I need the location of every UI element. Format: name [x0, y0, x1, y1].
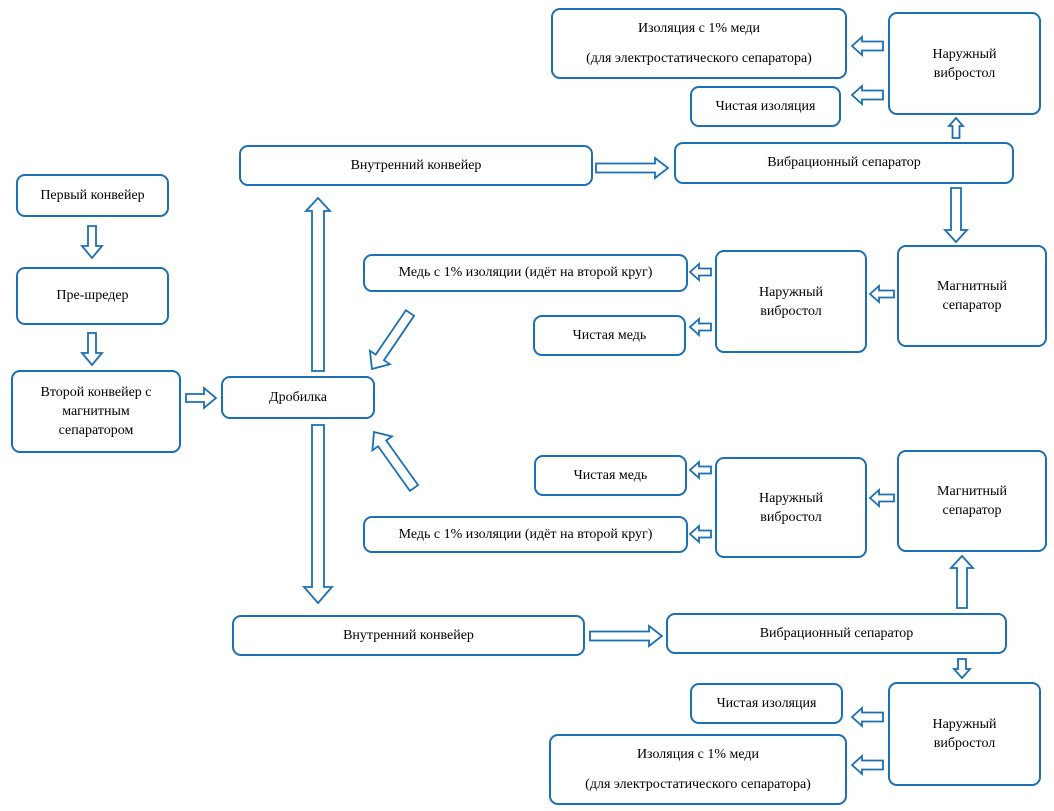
first-conveyor-label: Первый конвейер — [40, 187, 145, 203]
insulation-copper-top-box: Изоляция с 1% меди (для электростатическ… — [551, 8, 847, 79]
arrow-outer-mid-bottom-to-clean-copper-bottom — [688, 459, 712, 481]
pre-shredder-box: Пре-шредер — [16, 267, 169, 325]
pre-shredder-label: Пре-шредер — [56, 288, 129, 303]
outer-vibrotable-bottom-box: Наружный вибростол — [888, 682, 1041, 786]
clean-copper-bottom-label: Чистая медь — [573, 467, 648, 483]
arrow-copper-top-to-crusher — [368, 308, 416, 371]
outer-vibrotable-mid-top-box: Наружный вибростол — [715, 250, 867, 353]
crusher-label: Дробилка — [269, 389, 327, 405]
inner-conveyor-bottom-box: Внутренний конвейер — [232, 615, 585, 656]
insulation-copper-bottom-line2: (для электростатического сепаратора) — [585, 776, 811, 792]
insulation-copper-top-line2: (для электростатического сепаратора) — [586, 50, 812, 66]
arrow-inner-top-to-vibro-top — [595, 156, 670, 180]
clean-copper-bottom-box: Чистая медь — [534, 455, 687, 496]
arrow-vibro-top-to-magnetic-top — [942, 187, 970, 244]
second-conveyor-label: Второй конвейер с магнитным сепаратором — [40, 385, 152, 438]
vibro-separator-bottom-label: Вибрационный сепаратор — [759, 625, 914, 641]
arrow-outer-bottom-to-insulation-bottom — [850, 753, 884, 777]
insulation-copper-bottom-line1: Изоляция с 1% меди — [636, 746, 760, 762]
inner-conveyor-top-box: Внутренний конвейер — [239, 145, 593, 186]
copper-insulation-bottom-label: Медь с 1% изоляции (идёт на второй круг) — [398, 526, 653, 542]
arrow-vibro-top-to-outer-top — [947, 116, 965, 139]
magnetic-separator-top-box: Магнитный сепаратор — [897, 245, 1047, 347]
inner-conveyor-top-label: Внутренний конвейер — [350, 157, 482, 173]
vibro-separator-top-label: Вибрационный сепаратор — [767, 155, 921, 170]
first-conveyor-box: Первый конвейер — [16, 174, 169, 217]
vibro-separator-top-box: Вибрационный сепаратор — [674, 142, 1014, 184]
second-conveyor-box: Второй конвейер с магнитным сепаратором — [11, 370, 181, 453]
inner-conveyor-bottom-label: Внутренний конвейер — [343, 627, 474, 643]
magnetic-separator-bottom-label: Магнитный сепаратор — [937, 484, 1007, 518]
arrow-preshredder-to-second — [80, 332, 104, 367]
arrow-outer-bottom-to-clean-insulation-bottom — [850, 705, 884, 729]
arrow-magnetic-bottom-to-outer-mid-bottom — [868, 487, 895, 509]
vibro-separator-bottom-box: Вибрационный сепаратор — [666, 613, 1007, 654]
clean-insulation-bottom-box: Чистая изоляция — [690, 683, 843, 724]
arrow-vibro-bottom-to-outer-bottom — [951, 658, 973, 680]
clean-insulation-bottom-label: Чистая изоляция — [716, 695, 817, 711]
outer-vibrotable-top-box: Наружный вибростол — [888, 12, 1041, 115]
clean-copper-top-box: Чистая медь — [533, 315, 686, 356]
magnetic-separator-top-label: Магнитный сепаратор — [937, 279, 1007, 313]
arrow-outer-top-to-insulation-top — [850, 34, 884, 58]
outer-vibrotable-mid-bottom-box: Наружный вибростол — [715, 457, 867, 558]
arrow-crusher-to-inner-top — [303, 196, 333, 372]
arrow-outer-mid-top-to-copper-top — [688, 261, 712, 283]
arrow-outer-mid-bottom-to-copper-bottom — [688, 523, 712, 545]
copper-insulation-top-label: Медь с 1% изоляции (идёт на второй круг) — [398, 265, 653, 280]
clean-copper-top-label: Чистая медь — [572, 327, 647, 343]
outer-vibrotable-mid-top-label: Наружный вибростол — [758, 284, 824, 319]
arrow-vibro-bottom-to-magnetic-bottom — [948, 554, 976, 609]
arrow-inner-bottom-to-vibro-bottom — [589, 624, 664, 648]
arrow-outer-top-to-clean-insulation-top — [850, 83, 884, 107]
arrow-first-to-preshredder — [80, 225, 104, 260]
arrow-outer-mid-top-to-clean-copper-top — [688, 316, 712, 338]
arrow-copper-bottom-to-crusher — [371, 430, 420, 493]
arrow-second-to-crusher — [185, 386, 218, 410]
insulation-copper-bottom-box: Изоляция с 1% меди (для электростатическ… — [549, 734, 847, 805]
copper-insulation-top-box: Медь с 1% изоляции (идёт на второй круг) — [363, 254, 688, 292]
arrow-crusher-to-inner-bottom — [302, 424, 334, 605]
clean-insulation-top-box: Чистая изоляция — [690, 86, 841, 127]
magnetic-separator-bottom-box: Магнитный сепаратор — [897, 450, 1047, 552]
crusher-box: Дробилка — [221, 376, 375, 419]
outer-vibrotable-bottom-label: Наружный вибростол — [932, 717, 997, 751]
insulation-copper-top-line1: Изоляция с 1% меди — [637, 20, 761, 36]
outer-vibrotable-mid-bottom-label: Наружный вибростол — [758, 490, 824, 525]
outer-vibrotable-top-label: Наружный вибростол — [932, 46, 997, 81]
arrow-magnetic-top-to-outer-mid-top — [868, 283, 895, 305]
copper-insulation-bottom-box: Медь с 1% изоляции (идёт на второй круг) — [363, 516, 688, 553]
clean-insulation-top-label: Чистая изоляция — [715, 98, 816, 114]
